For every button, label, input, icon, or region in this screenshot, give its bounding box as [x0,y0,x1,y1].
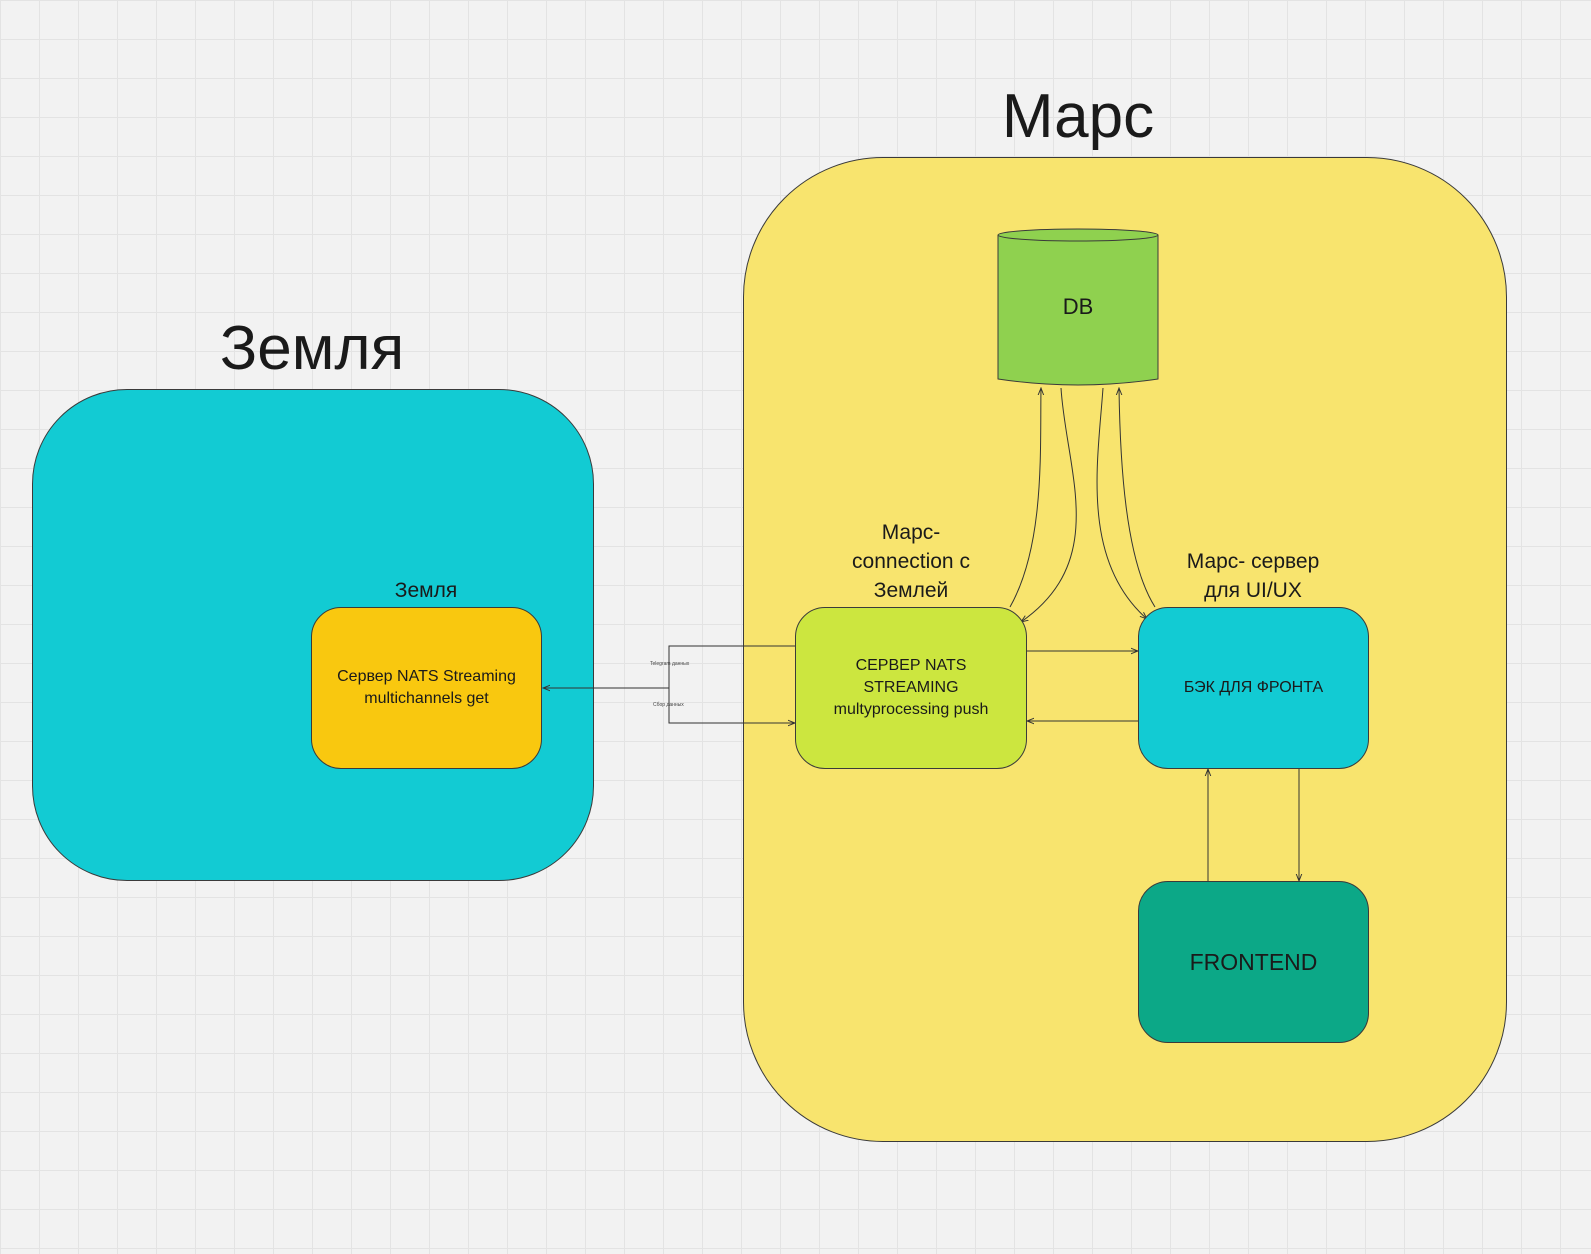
link-upper-label: Telegram данных [650,661,690,667]
link-connection-to-db [1009,388,1041,608]
mars-nats-server-node[interactable]: СЕРВЕР NATS STREAMING multyprocessing pu… [795,607,1027,769]
earth-region-title: Земля [219,314,405,383]
db-node[interactable]: DB [997,228,1159,386]
link-db-to-connection [1021,387,1077,622]
db-label: DB [1062,294,1094,319]
mars-connection-caption: Марс- connection с Землей [852,521,970,602]
link-upper [668,645,795,688]
mars-ui-server-caption: Марс- сервер для UI/UX [1186,550,1320,602]
mars-region-title: Марс [1001,82,1155,151]
mars-nats-server-label: СЕРВЕР NATS STREAMING multyprocessing pu… [833,657,989,718]
link-backend-to-db [1119,388,1156,608]
db-cylinder-icon [997,228,1159,386]
earth-nats-server-node[interactable]: Сервер NATS Streaming multichannels get [311,607,542,769]
frontend-label: FRONTEND [1189,949,1318,975]
link-db-to-backend [1096,387,1147,619]
earth-node-caption: Земля [394,579,458,602]
backend-label: БЭК ДЛЯ ФРОНТА [1183,679,1324,696]
earth-nats-server-label: Сервер NATS Streaming multichannels get [337,668,516,707]
link-lower-label: Сбор данных [653,702,684,708]
backend-node[interactable]: БЭК ДЛЯ ФРОНТА [1138,607,1369,769]
link-lower [668,688,795,723]
frontend-node[interactable]: FRONTEND [1138,881,1369,1043]
